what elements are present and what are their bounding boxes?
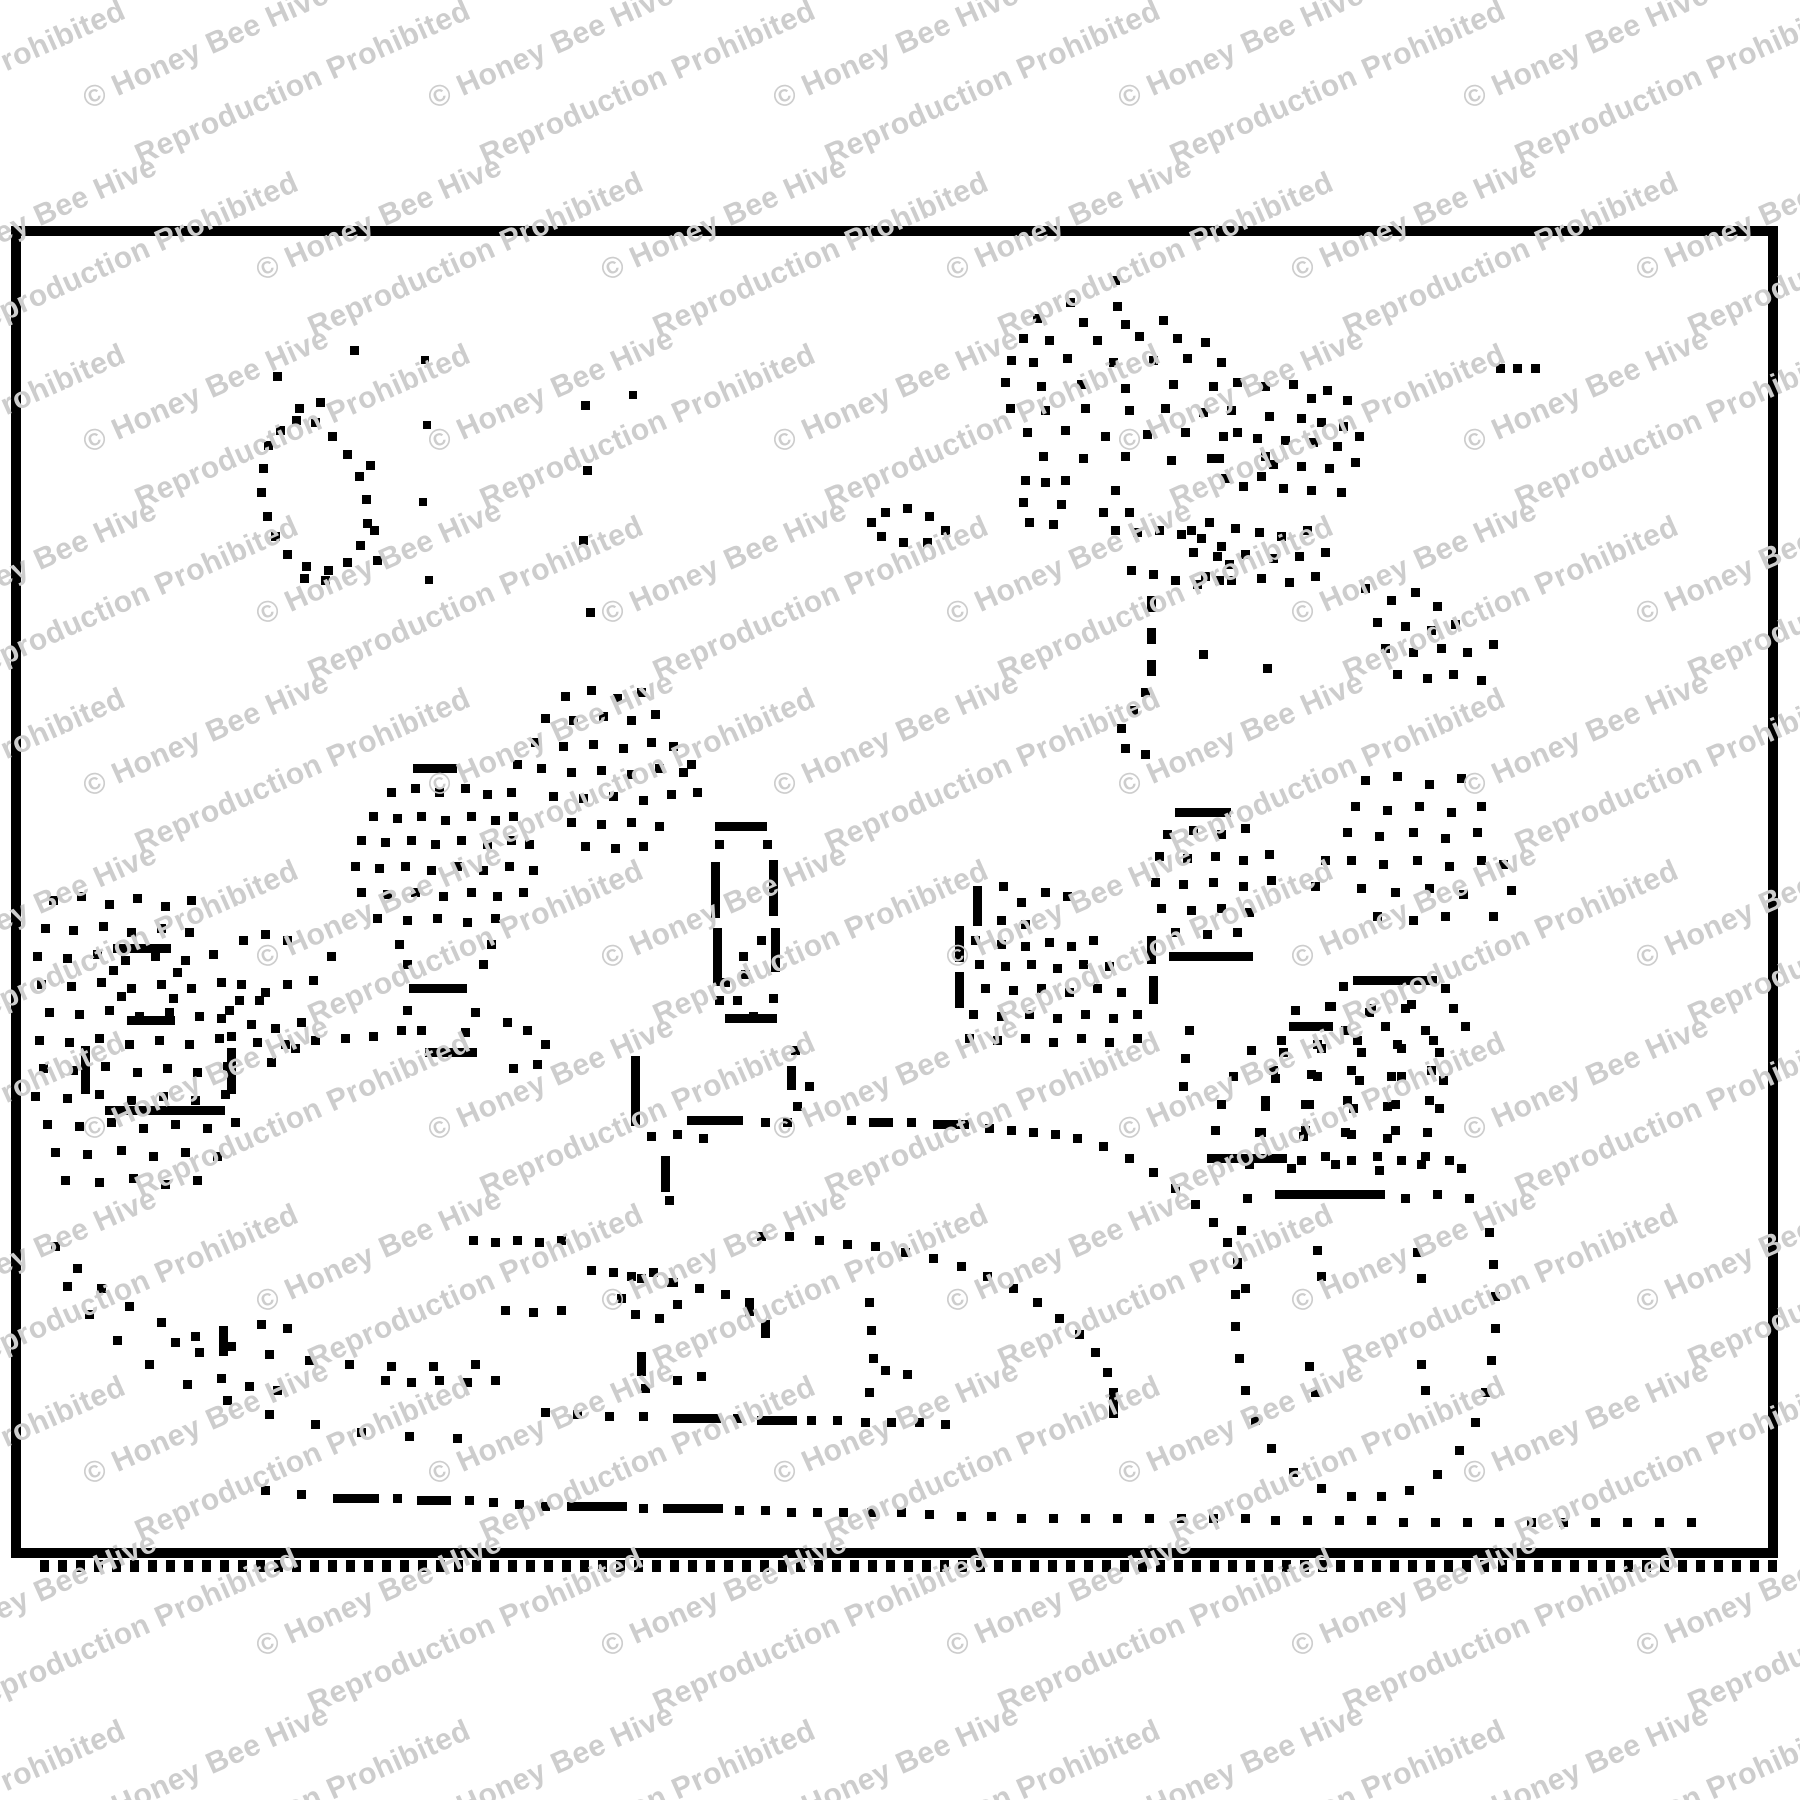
watermark-line-prohibited: Reproduction Prohibited [1510, 0, 1800, 172]
watermark-line-prohibited: Reproduction Prohibited [475, 1714, 821, 1800]
watermark-line-prohibited: Reproduction Prohibited [0, 1714, 131, 1800]
watermark-line-prohibited: Reproduction Prohibited [1510, 1714, 1800, 1800]
right-side-flower-bowl [1311, 772, 1516, 925]
watermark-line-copyright: © Honey Bee Hive [78, 1697, 334, 1800]
oval-table-top [51, 978, 1696, 1527]
watermark-line-prohibited: Reproduction Prohibited [1165, 1714, 1511, 1800]
cabbage-rose-blossom [507, 686, 702, 853]
watermark-line-prohibited: Reproduction Prohibited [820, 1714, 1166, 1800]
watermark-line-prohibited: Reproduction Prohibited [0, 0, 131, 172]
bottom-dashed-strip [40, 1560, 1780, 1572]
small-bowl-right [1151, 808, 1276, 961]
teapot-with-lid [955, 882, 1158, 1047]
watermark-line-prohibited: Reproduction Prohibited [993, 0, 1339, 1]
watermark-line-prohibited: Reproduction Prohibited [475, 0, 821, 172]
watermark-line-prohibited: Reproduction Prohibited [1165, 0, 1511, 172]
watermark-line-prohibited: Reproduction Prohibited [648, 0, 994, 1]
watermark-line-prohibited: Reproduction Prohibited [820, 0, 1166, 172]
watermark-line-prohibited: Reproduction Prohibited [130, 1714, 476, 1800]
watermark-line-copyright: © Honey Bee Hive [768, 1697, 1024, 1800]
watermark-line-prohibited: Reproduction Prohibited [303, 0, 649, 1]
watermark-line-copyright: © Honey Bee Hive [1458, 1697, 1714, 1800]
tall-glass-canister [711, 822, 814, 1111]
watermark-line-prohibited: Reproduction Prohibited [1683, 0, 1800, 1]
artwork-frame [11, 226, 1778, 1558]
watermark-line-prohibited: Reproduction Prohibited [1338, 0, 1684, 1]
scattered-dots-upper [579, 364, 1540, 617]
watermark-line-copyright: © Honey Bee Hive [1113, 0, 1369, 116]
flower-basket-lower-left [31, 892, 306, 1189]
watermark-line-copyright: © Honey Bee Hive [768, 0, 1024, 116]
watermark-line-copyright: © Honey Bee Hive [1113, 1697, 1369, 1800]
watermark-line-prohibited: Reproduction Prohibited [0, 0, 303, 1]
large-pot-lower-right [1231, 1002, 1500, 1501]
foliage-sprig-upper-right [1187, 380, 1498, 685]
watermark-line-prohibited: Reproduction Prohibited [130, 0, 476, 172]
flower-spray-upper-center [867, 276, 1272, 759]
line-art-drawing [21, 236, 1768, 1548]
oval-outline-upper-left [257, 346, 433, 585]
footed-compote-bowl [217, 764, 550, 1073]
watermark-line-copyright: © Honey Bee Hive [423, 0, 679, 116]
watermark-line-copyright: © Honey Bee Hive [1458, 0, 1714, 116]
watermark-line-copyright: © Honey Bee Hive [78, 0, 334, 116]
watermark-line-copyright: © Honey Bee Hive [423, 1697, 679, 1800]
